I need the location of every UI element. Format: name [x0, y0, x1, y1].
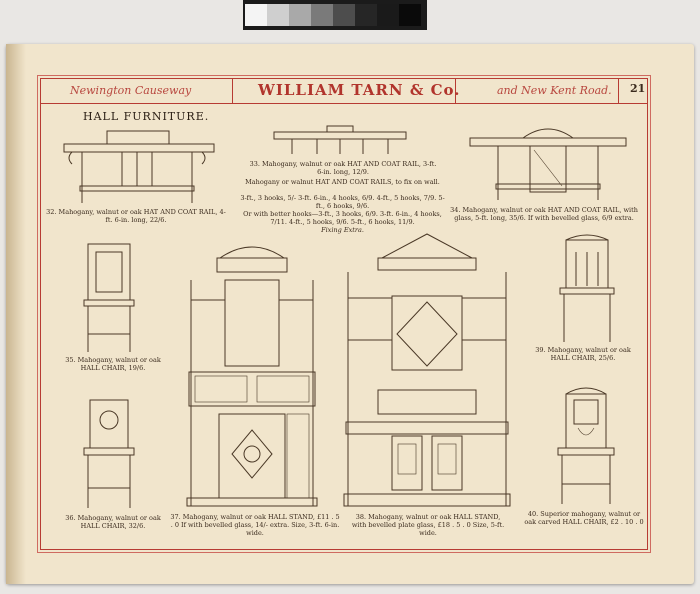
item-37-caption: 37. Mahogany, walnut or oak HALL STAND, … — [170, 513, 340, 537]
item-34-caption: 34. Mahogany, walnut or oak HAT AND COAT… — [450, 206, 638, 222]
header-divider — [618, 78, 619, 104]
page-frame — [37, 75, 651, 553]
header-left-address: Newington Causeway — [70, 84, 192, 97]
item-33-caption: 33. Mahogany, walnut or oak HAT AND COAT… — [249, 160, 437, 176]
hall-stand-illustration — [186, 246, 318, 507]
carved-hall-chair-illustration — [557, 387, 615, 504]
item-40-caption: 40. Superior mahogany, walnut or oak car… — [524, 510, 644, 526]
header-divider — [455, 78, 456, 104]
hat-rail-illustration — [273, 125, 407, 154]
hat-rail-with-mirror-illustration — [469, 128, 627, 200]
item-36-caption: 36. Mahogany, walnut or oak HALL CHAIR, … — [65, 514, 161, 530]
book-gutter — [6, 44, 26, 584]
item-33-detail: 3-ft., 3 hooks, 5/- 3-ft. 6-in., 4 hooks… — [240, 194, 445, 210]
header-right-address: and New Kent Road. — [497, 84, 612, 97]
hall-stand-illustration — [343, 233, 511, 507]
hall-chair-illustration — [559, 234, 615, 342]
item-32-caption: 32. Mahogany, walnut or oak HAT AND COAT… — [46, 208, 226, 224]
item-33-detail: Or with better hooks—3-ft., 3 hooks, 6/9… — [243, 210, 442, 226]
item-33-fixing: Fixing Extra. — [321, 226, 364, 234]
header-title: WILLIAM TARN & Co. — [258, 81, 461, 99]
item-39-caption: 39. Mahogany, walnut or oak HALL CHAIR, … — [535, 346, 631, 362]
hat-rail-illustration — [63, 130, 215, 203]
section-title: HALL FURNITURE. — [83, 110, 210, 123]
page-number: 21 — [630, 82, 646, 95]
header-divider — [232, 78, 233, 104]
item-38-caption: 38. Mahogany, walnut or oak HALL STAND, … — [351, 513, 505, 537]
item-33-detail: Mahogany or walnut HAT AND COAT RAILS, t… — [245, 178, 440, 186]
hall-chair-illustration — [83, 399, 135, 508]
hall-chair-illustration — [83, 243, 135, 352]
color-swatches — [245, 0, 421, 30]
header-rule — [40, 103, 648, 104]
item-35-caption: 35. Mahogany, walnut or oak HALL CHAIR, … — [65, 356, 161, 372]
